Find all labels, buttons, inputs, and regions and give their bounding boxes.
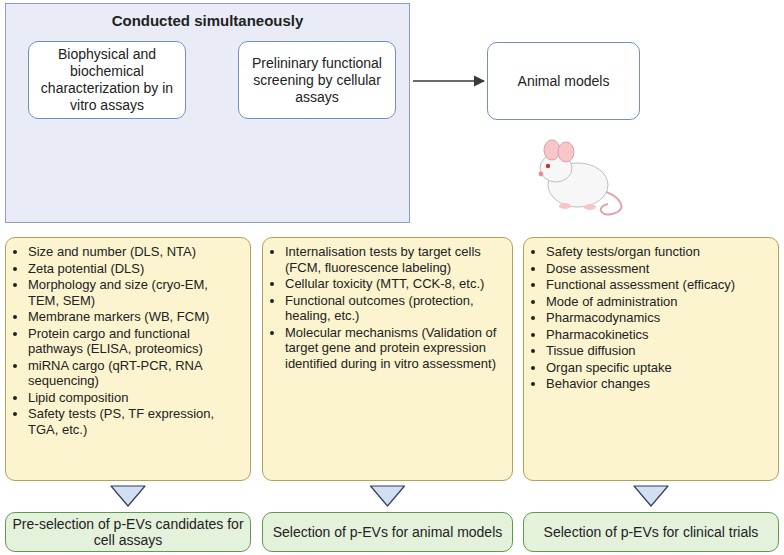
list-box: Size and number (DLS, NTA)Zeta potential… (5, 237, 251, 481)
step-label: Prelininary functional screening by cell… (247, 55, 387, 106)
list-item: Pharmacokinetics (546, 327, 770, 343)
step-label: Biophysical and biochemical characteriza… (37, 46, 177, 114)
outcome-box: Pre-selection of p-EVs candidates for ce… (5, 512, 251, 552)
list-item: Safety tests/organ function (546, 244, 770, 260)
down-triangle-arrow (634, 486, 668, 506)
list-item: Molecular mechanisms (Validation of targ… (285, 325, 504, 372)
outcome-box: Selection of p-EVs for clinical trials (523, 512, 779, 552)
mouse-illustration (539, 140, 622, 215)
list-item: miRNA cargo (qRT-PCR, RNA sequencing) (28, 358, 242, 389)
arrow-connector (413, 80, 484, 82)
list-item: Morphology and size (cryo-EM, TEM, SEM) (28, 277, 242, 308)
list-item: Safety tests (PS, TF expression, TGA, et… (28, 406, 242, 437)
process-box: Animal models (487, 42, 640, 120)
group-box: Conducted simultaneouslyBiophysical and … (5, 3, 410, 223)
down-triangle-arrow (111, 486, 145, 506)
list-box: Internalisation tests by target cells (F… (262, 237, 513, 481)
list-box: Safety tests/organ functionDose assessme… (523, 237, 779, 481)
process-box: Biophysical and biochemical characteriza… (28, 41, 186, 119)
outcome-label: Selection of p-EVs for animal models (273, 524, 503, 540)
list-item: Functional outcomes (protection, healing… (285, 293, 504, 324)
list-item: Functional assessment (efficacy) (546, 277, 770, 293)
list-item: Mode of administration (546, 294, 770, 310)
list-item: Internalisation tests by target cells (F… (285, 244, 504, 275)
list-item: Lipid composition (28, 390, 242, 406)
list-item: Protein cargo and functional pathways (E… (28, 326, 242, 357)
process-box: Prelininary functional screening by cell… (238, 41, 396, 119)
list-item: Pharmacodynamics (546, 310, 770, 326)
bullet-list: Size and number (DLS, NTA)Zeta potential… (10, 244, 242, 437)
list-item: Size and number (DLS, NTA) (28, 244, 242, 260)
outcome-label: Pre-selection of p-EVs candidates for ce… (12, 516, 244, 548)
list-item: Behavior changes (546, 376, 770, 392)
list-item: Tissue diffusion (546, 343, 770, 359)
bullet-list: Safety tests/organ functionDose assessme… (528, 244, 770, 392)
list-item: Zeta potential (DLS) (28, 261, 242, 277)
step-label: Animal models (518, 73, 610, 90)
down-triangle-arrow (371, 486, 405, 506)
list-item: Cellular toxicity (MTT, CCK-8, etc.) (285, 276, 504, 292)
outcome-box: Selection of p-EVs for animal models (262, 512, 513, 552)
bullet-list: Internalisation tests by target cells (F… (267, 244, 504, 371)
list-item: Organ specific uptake (546, 360, 770, 376)
list-item: Membrane markers (WB, FCM) (28, 309, 242, 325)
outcome-label: Selection of p-EVs for clinical trials (544, 524, 759, 540)
group-title: Conducted simultaneously (6, 4, 409, 29)
list-item: Dose assessment (546, 261, 770, 277)
